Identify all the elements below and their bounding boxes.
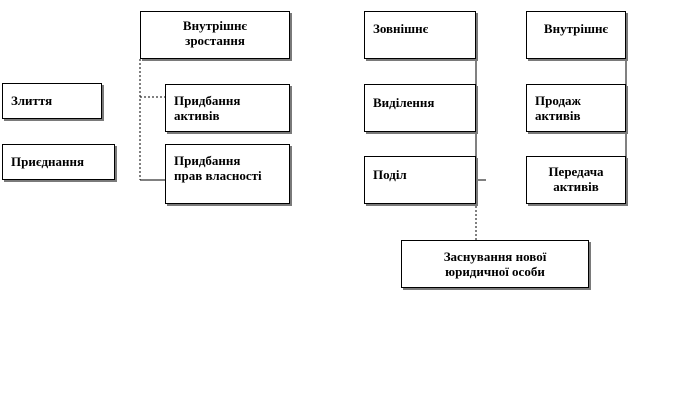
node-separation: Виділення <box>364 84 476 132</box>
node-division: Поділ <box>364 156 476 204</box>
node-merger: Злиття <box>2 83 102 119</box>
node-new-legal-entity: Заснування нової юридичної особи <box>401 240 589 288</box>
node-transfer-of-assets: Передача активів <box>526 156 626 204</box>
node-acquire-ownership-rights: Придбання прав власності <box>165 144 290 204</box>
node-sale-of-assets: Продаж активів <box>526 84 626 132</box>
node-acquire-assets: Придбання активів <box>165 84 290 132</box>
node-external: Зовнішнє <box>364 11 476 59</box>
node-accession: Приєднання <box>2 144 115 180</box>
node-internal-growth: Внутрішнє зростання <box>140 11 290 59</box>
node-internal: Внутрішнє <box>526 11 626 59</box>
